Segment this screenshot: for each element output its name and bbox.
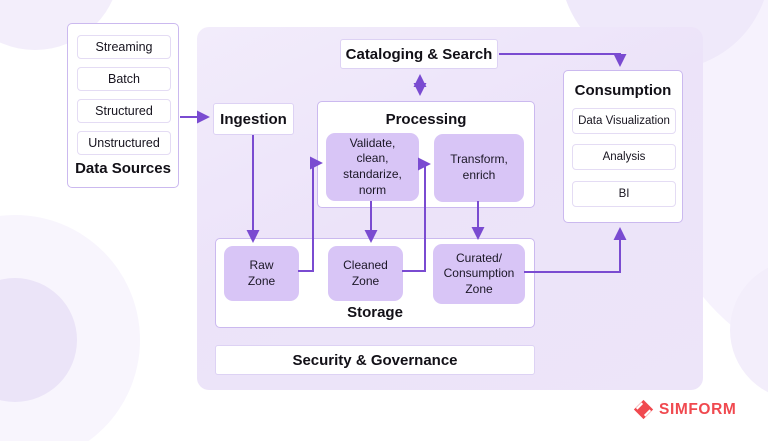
- data-sources-group: Streaming Batch Structured Unstructured …: [67, 23, 179, 188]
- ingestion-node: Ingestion: [213, 103, 294, 135]
- processing-title: Processing: [385, 111, 467, 128]
- curated-consumption-zone-node: Curated/ Consumption Zone: [433, 244, 525, 304]
- source-item-batch: Batch: [77, 67, 171, 91]
- source-item-label: Batch: [108, 72, 140, 86]
- storage-group: Raw Zone Cleaned Zone Curated/ Consumpti…: [215, 238, 535, 328]
- simform-logo-text: SIMFORM: [659, 400, 737, 418]
- transform-enrich-node: Transform, enrich: [434, 134, 524, 202]
- consumption-item-label: Analysis: [602, 151, 646, 163]
- consumption-item-label: BI: [618, 188, 630, 200]
- ingestion-label: Ingestion: [220, 110, 287, 128]
- source-item-unstructured: Unstructured: [77, 131, 171, 155]
- security-governance-node: Security & Governance: [215, 345, 535, 375]
- source-item-streaming: Streaming: [77, 35, 171, 59]
- source-item-label: Streaming: [95, 40, 153, 54]
- data-sources-title: Data Sources: [75, 160, 171, 177]
- consumption-item-bi: BI: [572, 181, 676, 207]
- processing-group: Processing Validate, clean, standarize, …: [317, 101, 535, 208]
- cataloging-search-label: Cataloging & Search: [345, 45, 493, 63]
- consumption-item-data-visualization: Data Visualization: [572, 108, 676, 134]
- source-item-structured: Structured: [77, 99, 171, 123]
- source-item-label: Unstructured: [88, 136, 160, 150]
- cataloging-search-node: Cataloging & Search: [340, 39, 498, 69]
- simform-logo-icon: [633, 399, 654, 420]
- raw-zone-node: Raw Zone: [224, 246, 299, 301]
- consumption-group: Consumption Data Visualization Analysis …: [563, 70, 683, 223]
- consumption-title: Consumption: [574, 82, 672, 99]
- security-governance-label: Security & Governance: [292, 351, 458, 369]
- storage-title: Storage: [347, 304, 403, 321]
- validate-clean-node: Validate, clean, standarize, norm: [326, 133, 419, 201]
- simform-logo: SIMFORM: [633, 399, 736, 420]
- consumption-item-label: Data Visualization: [578, 115, 670, 127]
- cleaned-zone-node: Cleaned Zone: [328, 246, 403, 301]
- source-item-label: Structured: [95, 104, 153, 118]
- consumption-item-analysis: Analysis: [572, 144, 676, 170]
